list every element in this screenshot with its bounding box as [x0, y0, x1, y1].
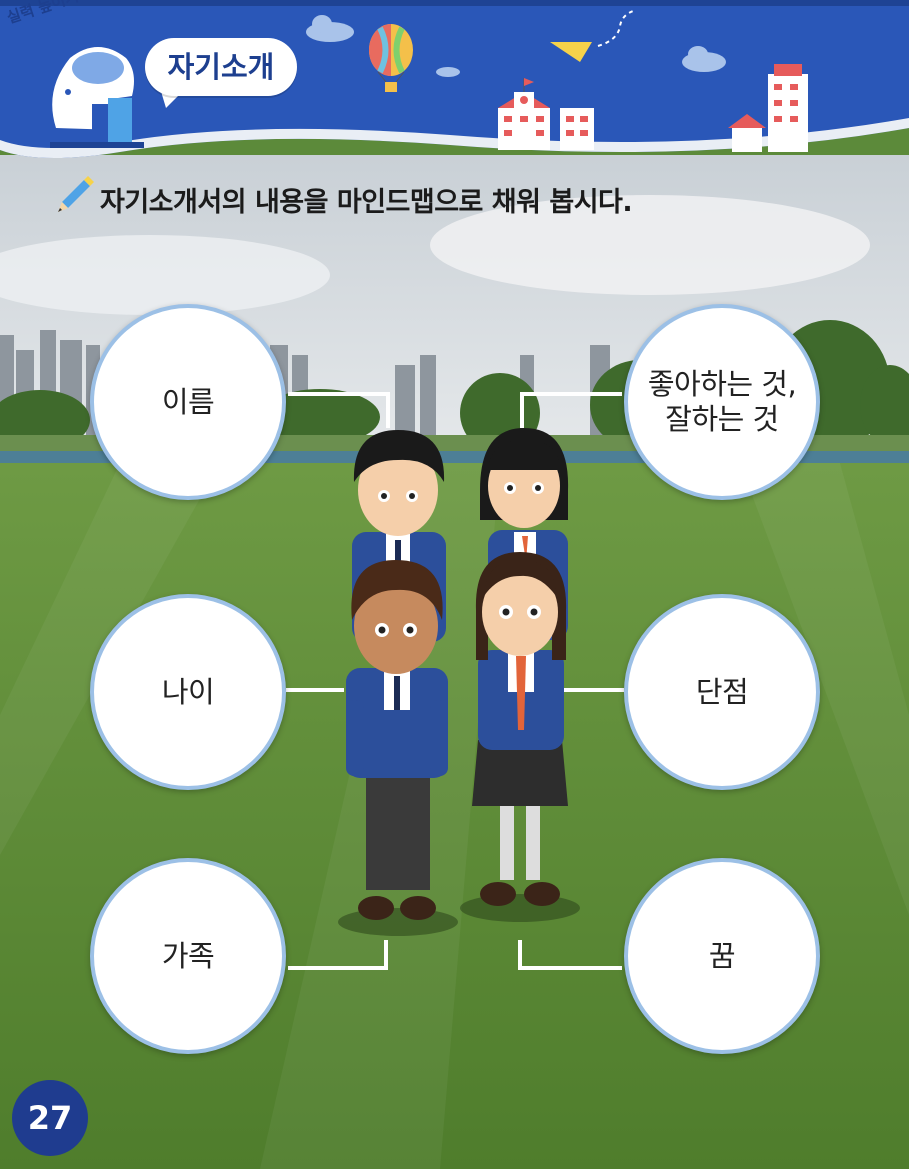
mindmap-bubble-family: 가족 — [90, 858, 286, 1054]
mindmap-bubble-likes: 좋아하는 것, 잘하는 것 — [624, 304, 820, 500]
bubble-label-dream: 꿈 — [708, 938, 736, 973]
front-girl — [472, 552, 568, 906]
page-number: 27 — [27, 1099, 73, 1137]
hot-air-balloon — [369, 24, 413, 92]
badge-pill — [145, 38, 297, 96]
bubble-label-likes: 좋아하는 것, 잘하는 것 — [647, 367, 797, 436]
mindmap-bubble-age: 나이 — [90, 594, 286, 790]
page-number-badge — [12, 1080, 88, 1156]
bubble-label-age: 나이 — [161, 674, 215, 709]
bubble-label-family: 가족 — [161, 938, 215, 973]
section-title: 자기소개 — [167, 50, 275, 84]
bubble-label-name: 이름 — [161, 384, 215, 419]
mindmap-bubble-weakness: 단점 — [624, 594, 820, 790]
pencil-icon — [58, 176, 94, 212]
instruction-text: 자기소개서의 내용을 마인드맵으로 채워 봅시다. — [100, 187, 633, 218]
mindmap-bubble-name: 이름 — [90, 304, 286, 500]
thinking-head-illustration — [50, 47, 144, 148]
bubble-label-weakness: 단점 — [695, 674, 749, 709]
front-boy — [346, 560, 448, 920]
mindmap-bubble-dream: 꿈 — [624, 858, 820, 1054]
